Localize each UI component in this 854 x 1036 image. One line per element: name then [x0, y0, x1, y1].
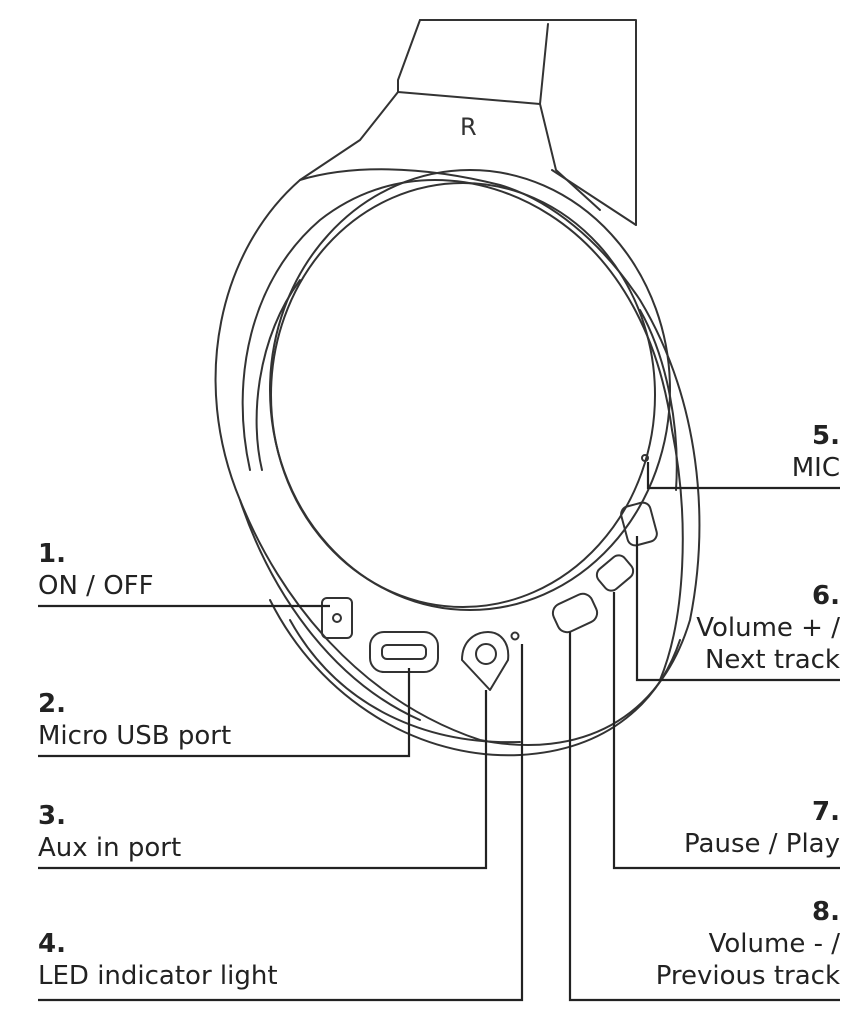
aux-port: [461, 631, 510, 691]
headband: [299, 19, 637, 226]
callout-label: ON / OFF: [38, 571, 154, 601]
callout-number: 8.: [812, 897, 840, 927]
leader-line-8: [568, 632, 840, 1002]
callout-label: Pause / Play: [684, 829, 840, 859]
callout-number: 5.: [812, 421, 840, 451]
callout-aux: 3. Aux in port: [38, 800, 181, 864]
callout-label: LED indicator light: [38, 961, 278, 991]
callout-number: 3.: [38, 801, 66, 831]
led-indicator: [510, 631, 520, 641]
callout-number: 1.: [38, 539, 66, 569]
micro-usb-port: [369, 631, 439, 673]
callout-label: Volume - /: [708, 929, 840, 959]
callout-label: Aux in port: [38, 833, 182, 863]
callout-number: 7.: [812, 797, 840, 827]
callout-number: 6.: [812, 581, 840, 611]
callout-label-line2: Previous track: [655, 961, 840, 991]
volume-up-button: [620, 501, 658, 547]
play-pause-button: [595, 554, 635, 592]
callout-label: MIC: [791, 453, 840, 483]
leader-line-7: [612, 592, 840, 870]
callout-number: 2.: [38, 689, 66, 719]
leader-line-5: [646, 462, 840, 490]
callout-pause-play: 7. Pause / Play: [684, 796, 840, 860]
leader-line-3: [38, 690, 488, 870]
callout-on-off: 1. ON / OFF: [38, 538, 154, 602]
leader-line-6: [635, 536, 840, 682]
power-button: [321, 597, 353, 639]
callout-label-line2: Next track: [704, 645, 840, 675]
callout-volume-up: 6. Volume + / Next track: [696, 580, 840, 676]
callout-label: Volume + /: [696, 613, 840, 643]
leader-line-4: [38, 644, 524, 1002]
callout-label: Micro USB port: [38, 721, 232, 751]
callout-number: 4.: [38, 929, 66, 959]
callout-micro-usb: 2. Micro USB port: [38, 688, 231, 752]
callout-mic: 5. MIC: [792, 420, 840, 484]
ear-cup: [214, 168, 701, 757]
leader-line-2: [38, 668, 411, 758]
mic-hole: [641, 454, 649, 462]
volume-down-button: [551, 592, 599, 634]
callout-volume-down: 8. Volume - / Previous track: [656, 896, 840, 992]
side-mark-r: R: [460, 113, 477, 141]
callout-led: 4. LED indicator light: [38, 928, 278, 992]
